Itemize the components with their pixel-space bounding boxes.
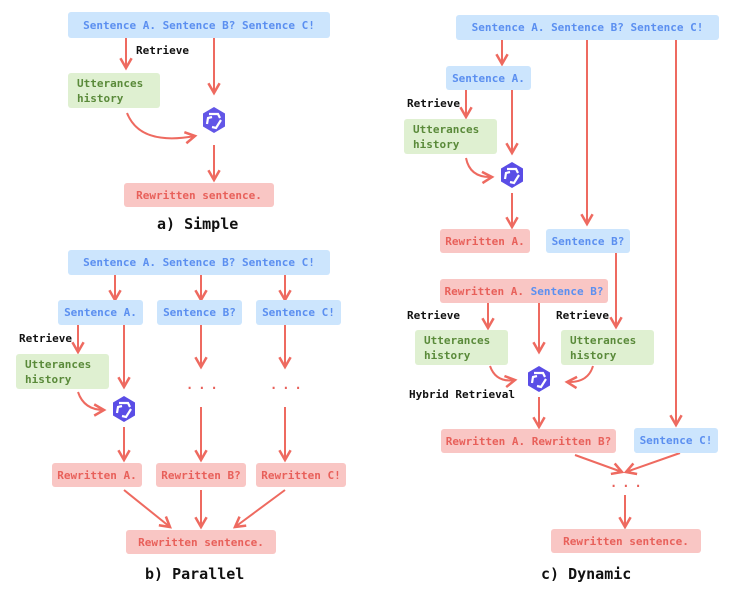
sentence-a-text: Sentence A. <box>64 306 137 319</box>
sentence-b-text: Sentence B? <box>163 306 236 319</box>
dynamic-input-text: Sentence A. Sentence B? Sentence C! <box>471 21 704 34</box>
arrow <box>564 365 594 390</box>
simple-output-text: Rewritten sentence. <box>136 188 262 202</box>
parallel-sentence-a-box: Sentence A. <box>58 300 143 325</box>
arrow <box>623 452 681 476</box>
history-line-1: Utterances <box>424 333 491 347</box>
arrow <box>489 365 518 389</box>
dynamic-ellipsis: ... <box>610 476 647 490</box>
dynamic-input-box: Sentence A. Sentence B? Sentence C! <box>456 15 719 40</box>
parallel-ellipsis-b: ... <box>186 378 223 392</box>
parallel-input-text: Sentence A. Sentence B? Sentence C! <box>83 256 315 269</box>
dynamic-retrieve-label-1: Retrieve <box>407 97 460 110</box>
parallel-sentence-c-box: Sentence C! <box>256 300 341 325</box>
sentence-a-text: Sentence A. <box>452 71 525 85</box>
parallel-sentence-b-box: Sentence B? <box>157 300 242 325</box>
rewritten-c-text: Rewritten C! <box>261 468 341 482</box>
dynamic-retrieve-label-3: Retrieve <box>556 309 609 322</box>
parallel-rewritten-b-box: Rewritten B? <box>156 463 246 487</box>
rewritten-a-text: Rewritten A. <box>445 234 525 248</box>
rewritten-ab-text: Rewritten A. Rewritten B? <box>445 434 612 448</box>
llm-logo-icon <box>501 162 523 188</box>
parallel-ellipsis-c: ... <box>270 378 307 392</box>
arrow <box>77 391 107 417</box>
simple-retrieve-label: Retrieve <box>136 44 189 57</box>
parallel-history-box: Utterances history <box>16 354 109 389</box>
combined-sentence-text: Sentence B? <box>530 284 604 298</box>
history-line-1: Utterances <box>25 357 92 371</box>
arrow <box>126 112 198 145</box>
history-line-1: Utterances <box>413 122 480 136</box>
simple-input-box: Sentence A. Sentence B? Sentence C! <box>68 12 330 38</box>
arrow <box>123 489 172 529</box>
history-line-1: Utterances <box>570 333 637 347</box>
parallel-output-text: Rewritten sentence. <box>138 535 264 549</box>
simple-output-box: Rewritten sentence. <box>124 183 274 207</box>
parallel-input-box: Sentence A. Sentence B? Sentence C! <box>68 250 330 275</box>
dynamic-output-text: Rewritten sentence. <box>563 534 689 548</box>
parallel-retrieve-label: Retrieve <box>19 332 72 345</box>
dynamic-caption: c) Dynamic <box>541 565 632 583</box>
history-line-2: history <box>77 91 124 105</box>
dynamic-rewritten-a-box: Rewritten A. <box>440 229 530 253</box>
arrow <box>232 489 286 529</box>
simple-input-text: Sentence A. Sentence B? Sentence C! <box>83 18 315 32</box>
history-line-2: history <box>413 137 460 151</box>
simple-caption: a) Simple <box>157 215 239 233</box>
dynamic-history-box-3: Utterances history <box>561 330 654 365</box>
llm-logo-icon <box>203 107 225 133</box>
llm-logo-icon <box>113 396 135 422</box>
rewritten-b-text: Rewritten B? <box>161 468 241 482</box>
history-line-2: history <box>25 372 72 386</box>
sentence-b-text: Sentence B? <box>551 234 625 248</box>
combined-rewritten-text: Rewritten A. <box>444 284 524 298</box>
sentence-c-text: Sentence C! <box>639 434 713 447</box>
dynamic-retrieve-label-2: Retrieve <box>407 309 460 322</box>
history-line-2: history <box>570 348 617 362</box>
dynamic-output-box: Rewritten sentence. <box>551 529 701 553</box>
history-line-1: Utterances <box>77 76 144 90</box>
parallel-rewritten-c-box: Rewritten C! <box>256 463 346 487</box>
dynamic-rewritten-ab-box: Rewritten A. Rewritten B? <box>441 429 616 453</box>
parallel-caption: b) Parallel <box>145 565 245 583</box>
llm-logo-icon <box>528 366 550 392</box>
dynamic-sentence-b-box: Sentence B? <box>546 229 630 253</box>
arrow <box>465 157 495 185</box>
sentence-c-text: Sentence C! <box>262 306 335 319</box>
arrow <box>574 454 625 476</box>
rewritten-a-text: Rewritten A. <box>57 468 137 482</box>
hybrid-retrieval-label: Hybrid Retrieval <box>409 388 515 401</box>
dynamic-history-box-1: Utterances history <box>404 119 497 154</box>
dynamic-sentence-c-box: Sentence C! <box>634 428 718 453</box>
parallel-output-box: Rewritten sentence. <box>126 530 276 554</box>
simple-history-box: Utterances history <box>68 73 160 108</box>
history-line-2: history <box>424 348 471 362</box>
dynamic-sentence-a-box: Sentence A. <box>446 66 531 90</box>
parallel-rewritten-a-box: Rewritten A. <box>52 463 142 487</box>
dynamic-history-box-2: Utterances history <box>415 330 508 365</box>
dynamic-combined-box: Rewritten A. Sentence B? <box>440 279 608 303</box>
